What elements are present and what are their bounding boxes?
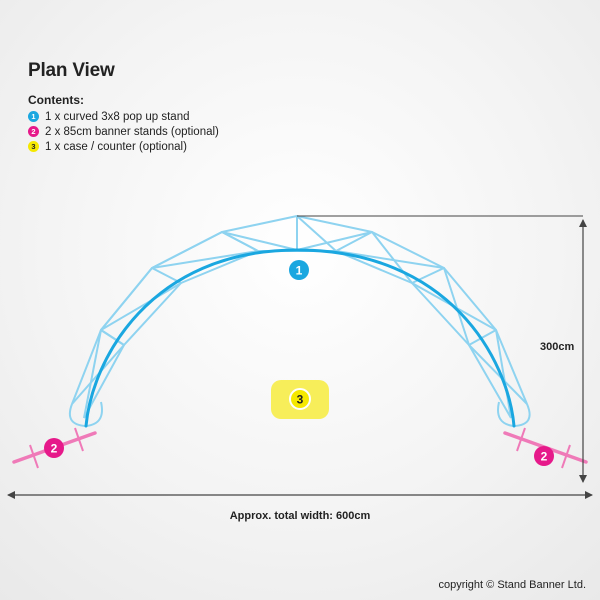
width-label: Approx. total width: 600cm (230, 510, 371, 522)
height-label: 300cm (540, 341, 574, 353)
page-title: Plan View (28, 60, 115, 81)
legend-badge-3: 3 (28, 141, 39, 152)
legend-item-counter: 3 1 x case / counter (optional) (28, 139, 219, 154)
stand-marker-label: 1 (296, 264, 303, 278)
legend-label-banner: 2 x 85cm banner stands (optional) (45, 125, 219, 138)
counter-marker-label: 3 (297, 393, 304, 407)
legend-label-counter: 1 x case / counter (optional) (45, 140, 187, 153)
legend-label-stand: 1 x curved 3x8 pop up stand (45, 110, 190, 123)
contents-heading: Contents: (28, 93, 84, 107)
banner-left-marker-label: 2 (51, 442, 58, 456)
counter: 3 (271, 380, 329, 419)
stand-marker: 1 (289, 260, 309, 280)
legend-badge-1: 1 (28, 111, 39, 122)
legend-item-banner: 2 2 x 85cm banner stands (optional) (28, 124, 219, 139)
width-dimension: Approx. total width: 600cm (7, 491, 593, 522)
height-dimension: 300cm (297, 215, 587, 483)
legend-item-stand: 1 1 x curved 3x8 pop up stand (28, 109, 219, 124)
banner-stand-left: 2 (12, 427, 97, 469)
banner-stand-right: 2 (503, 427, 588, 469)
copyright-footer: copyright © Stand Banner Ltd. (438, 579, 586, 591)
stand-curve (84, 248, 516, 428)
banner-right-marker-label: 2 (541, 450, 548, 464)
contents-legend: 1 1 x curved 3x8 pop up stand 2 2 x 85cm… (28, 109, 219, 154)
legend-badge-2: 2 (28, 126, 39, 137)
